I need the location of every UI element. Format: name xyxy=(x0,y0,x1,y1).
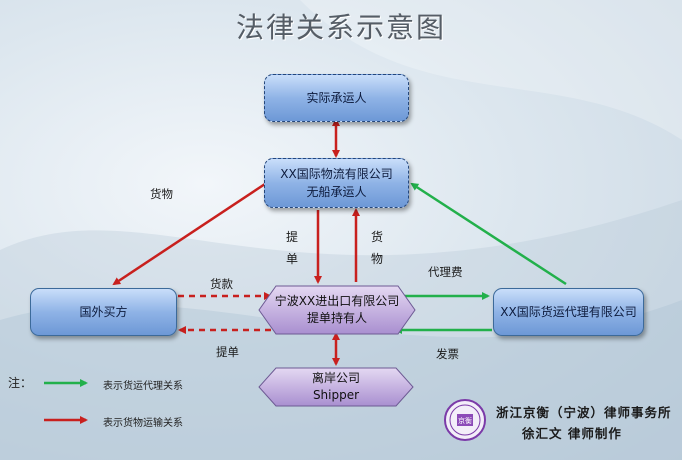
label-bill-vertical: 提 单 xyxy=(285,226,299,270)
footer-author: 徐汇文 律师制作 xyxy=(522,426,622,441)
arrow-forwarder-nvocc xyxy=(410,182,567,286)
node-nvocc-line2: 无船承运人 xyxy=(306,185,367,199)
svg-text:京衡: 京衡 xyxy=(458,416,472,425)
node-shipper-line2: Shipper xyxy=(312,388,360,402)
node-foreign-buyer[interactable]: 国外买方 xyxy=(30,288,177,336)
node-nvocc[interactable]: XX国际物流有限公司 无船承运人 xyxy=(264,158,409,208)
label-goods-char-1: 货 xyxy=(370,230,383,244)
label-goods-left: 货物 xyxy=(150,187,173,201)
footer-firm-name: 浙江京衡（宁波）律师事务所 xyxy=(496,405,672,420)
node-actual-carrier[interactable]: 实际承运人 xyxy=(264,74,409,122)
node-shipper[interactable]: 离岸公司 Shipper xyxy=(258,367,414,407)
label-payment: 货款 xyxy=(210,277,233,291)
label-invoice: 发票 xyxy=(436,347,459,361)
label-bill-bottom: 提单 xyxy=(216,345,239,359)
node-forwarder[interactable]: XX国际货运代理有限公司 xyxy=(493,288,644,336)
node-shipper-shape xyxy=(258,367,414,407)
arrow-nvocc-to-buyer xyxy=(112,180,269,286)
node-shipper-line1: 离岸公司 xyxy=(311,371,360,385)
node-ningbo-shape xyxy=(258,285,416,335)
node-actual-carrier-label: 实际承运人 xyxy=(306,91,367,105)
legend-note: 注： xyxy=(8,376,33,390)
legend-green-text: 表示货运代理关系 xyxy=(103,381,183,392)
law-firm-seal-icon: 京衡 xyxy=(444,399,486,441)
node-ningbo-line1: 宁波XX进出口有限公司 xyxy=(274,294,400,308)
label-bill-char-1: 提 xyxy=(285,230,298,244)
label-goods-vertical: 货 物 xyxy=(370,226,384,270)
node-foreign-buyer-label: 国外买方 xyxy=(79,305,128,319)
node-forwarder-label: XX国际货运代理有限公司 xyxy=(500,305,637,319)
node-ningbo-line2: 提单持有人 xyxy=(306,311,367,325)
label-bill-char-2: 单 xyxy=(285,252,298,266)
label-agency-fee: 代理费 xyxy=(428,265,463,279)
node-ningbo[interactable]: 宁波XX进出口有限公司 提单持有人 xyxy=(258,285,416,335)
page-title: 法律关系示意图 xyxy=(235,11,446,44)
legend-red-text: 表示货物运输关系 xyxy=(103,418,183,429)
node-nvocc-line1: XX国际物流有限公司 xyxy=(280,167,393,181)
label-goods-char-2: 物 xyxy=(370,252,383,266)
